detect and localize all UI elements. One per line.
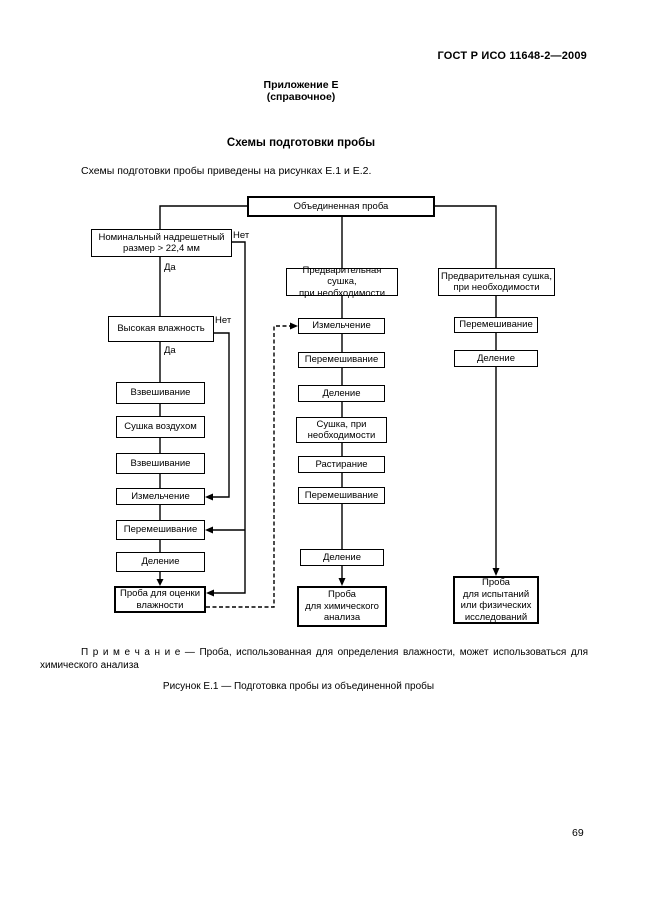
label-no-size: Нет <box>233 230 250 241</box>
node-predrying-right: Предварительная сушка, при необходимости <box>438 268 555 296</box>
node-weighing-1: Взвешивание <box>116 382 205 404</box>
node-mixing-left: Перемешивание <box>116 520 205 540</box>
node-moisture-sample: Проба для оценки влажности <box>114 586 206 613</box>
dashed-connector <box>206 325 290 608</box>
node-moisture-check: Высокая влажность <box>108 316 214 342</box>
annex-title: Приложение Е <box>263 79 339 91</box>
node-grinding-mid: Растирание <box>298 456 385 473</box>
node-predrying-mid: Предварительная сушка, при необходимости <box>286 265 398 299</box>
section-title: Схемы подготовки пробы <box>226 137 376 149</box>
label-yes-moisture: Да <box>164 345 176 356</box>
node-division-right: Деление <box>454 350 538 367</box>
note-label: П р и м е ч а н и е <box>81 647 181 658</box>
note-paragraph: П р и м е ч а н и е — Проба, использован… <box>40 647 588 672</box>
node-crushing-mid: Измельчение <box>298 318 385 334</box>
node-test-sample: Проба для испытаний или физических иссле… <box>453 576 539 624</box>
label-no-moisture: Нет <box>215 315 232 326</box>
node-size-check: Номинальный надрешетный размер > 22,4 мм <box>91 229 232 257</box>
node-division-mid-2: Деление <box>300 549 384 566</box>
label-yes-size: Да <box>164 262 176 273</box>
arrowheads <box>156 322 500 597</box>
node-division-left: Деление <box>116 552 205 572</box>
figure-caption: Рисунок Е.1 — Подготовка пробы из объеди… <box>162 681 435 692</box>
connector-lines <box>159 205 497 594</box>
page-number: 69 <box>572 827 584 839</box>
node-division-mid-1: Деление <box>298 385 385 402</box>
node-combined-sample: Объединенная проба <box>247 196 435 217</box>
node-mixing-right: Перемешивание <box>454 317 538 333</box>
node-chemical-sample: Проба для химического анализа <box>297 586 387 627</box>
annex-heading: Приложение Е (справочное) <box>40 79 562 103</box>
note-text: — Проба, использованная для определения … <box>40 647 588 671</box>
node-weighing-2: Взвешивание <box>116 453 205 474</box>
intro-paragraph: Схемы подготовки пробы приведены на рису… <box>81 165 372 177</box>
page-header: ГОСТ Р ИСО 11648-2—2009 <box>437 50 587 62</box>
node-crushing-left: Измельчение <box>116 488 205 505</box>
annex-subtitle: (справочное) <box>266 91 336 103</box>
node-air-drying: Сушка воздухом <box>116 416 205 438</box>
node-mixing-mid-1: Перемешивание <box>298 352 385 368</box>
node-drying-mid: Сушка, при необходимости <box>296 417 387 443</box>
node-mixing-mid-2: Перемешивание <box>298 487 385 504</box>
